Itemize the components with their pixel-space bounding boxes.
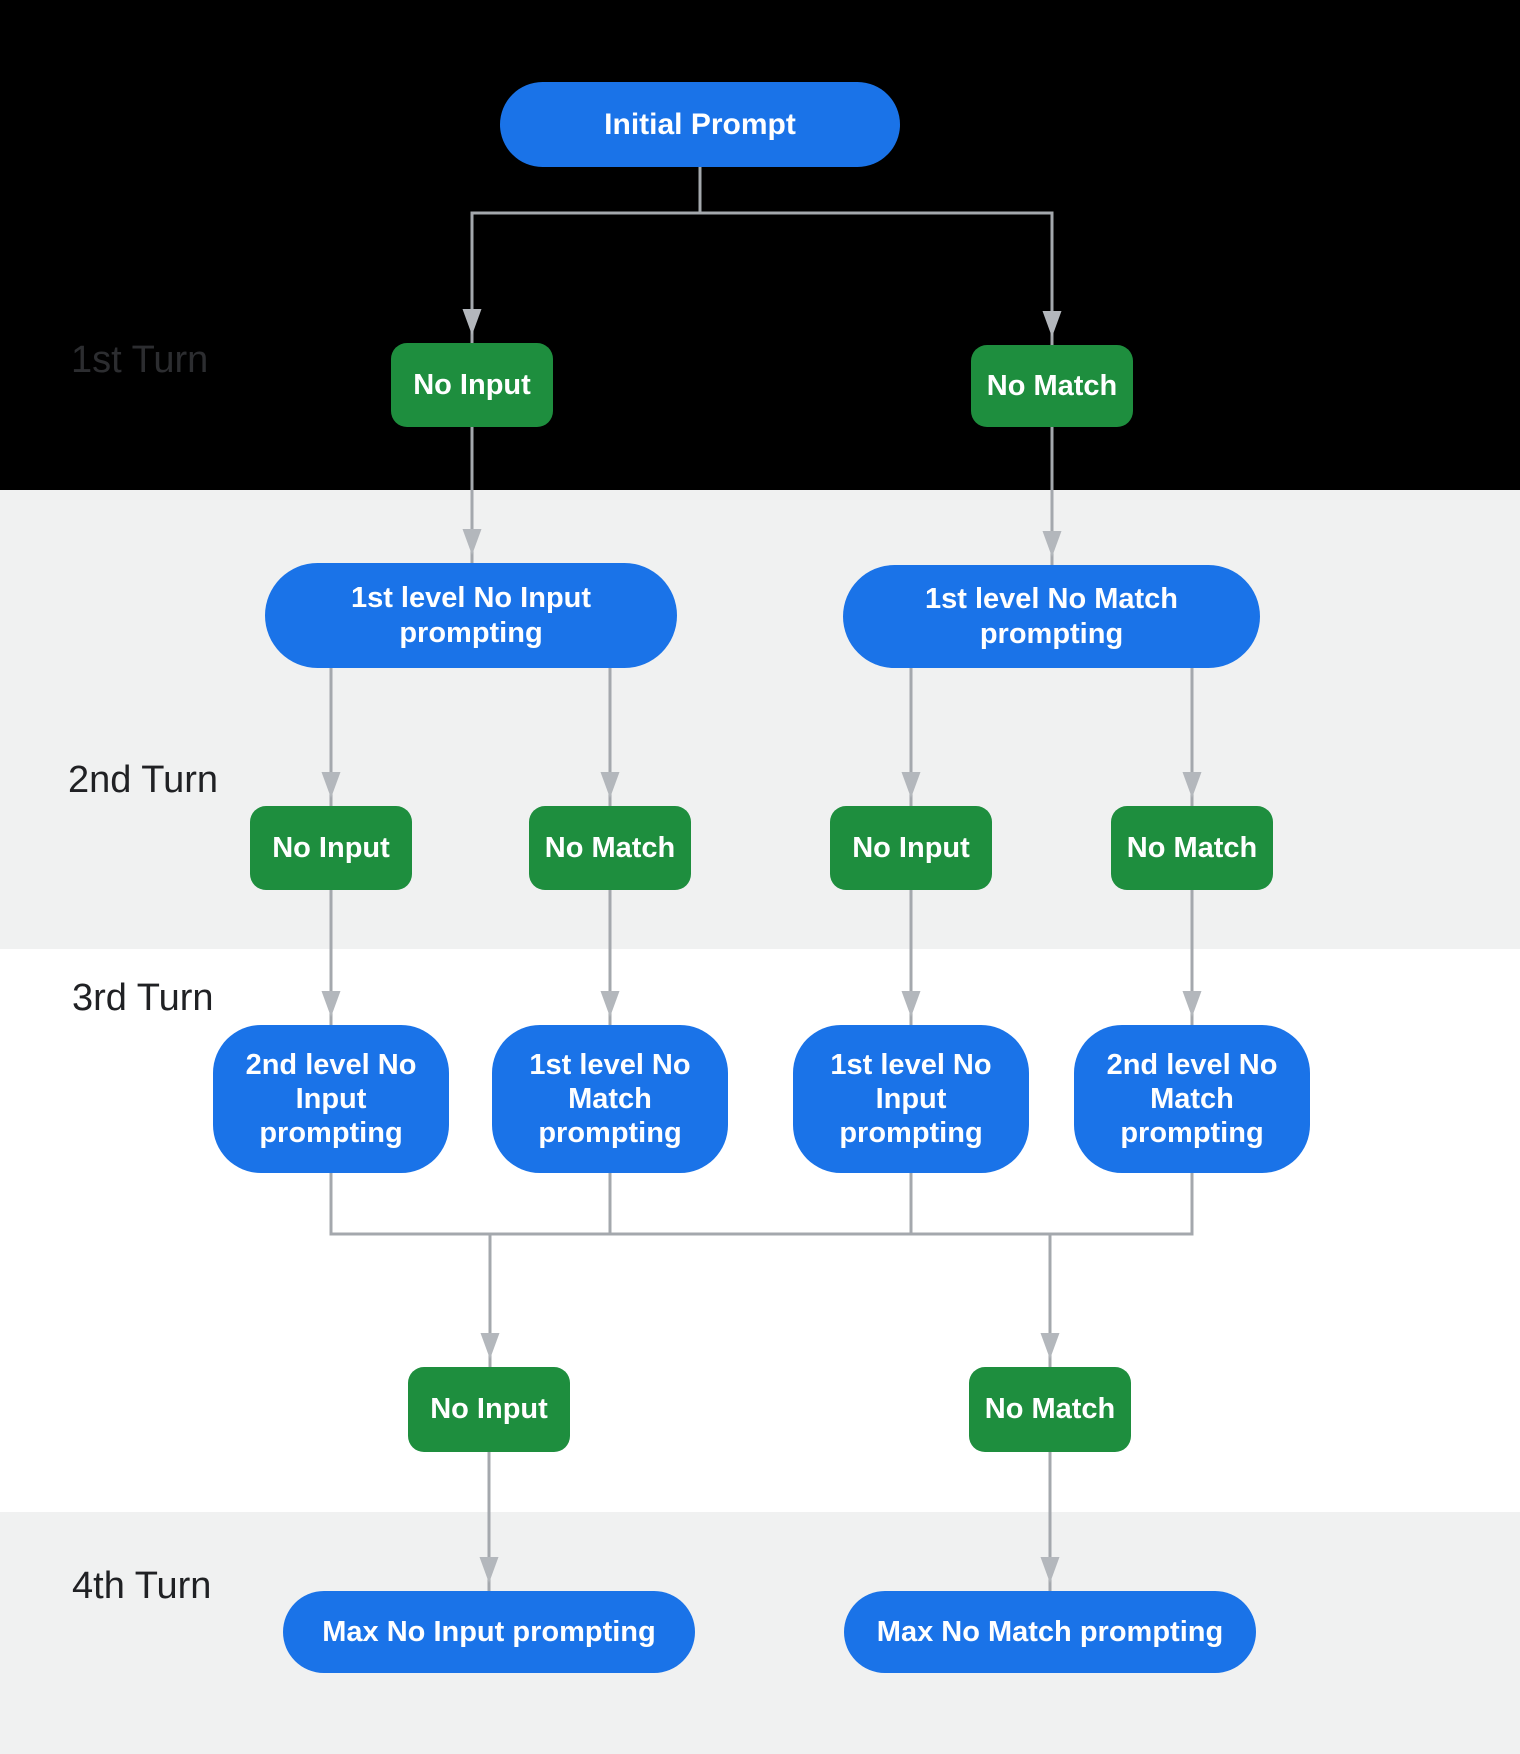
node-turn2-no-match-right: No Match <box>1111 806 1273 890</box>
node-max-no-match-prompting: Max No Match prompting <box>844 1591 1256 1673</box>
node-turn1-no-input: No Input <box>391 343 553 427</box>
turn-4-band <box>0 1512 1520 1754</box>
turn-3-label: 3rd Turn <box>72 977 214 1019</box>
node-turn4-no-match: No Match <box>969 1367 1131 1452</box>
node-1st-level-no-input-prompting-b: 1st level No Input prompting <box>793 1025 1029 1173</box>
node-1st-level-no-match-prompting-b: 1st level No Match prompting <box>492 1025 728 1173</box>
node-2nd-level-no-input-prompting: 2nd level No Input prompting <box>213 1025 449 1173</box>
turn-2-band <box>0 490 1520 949</box>
turn-2-label: 2nd Turn <box>68 759 218 801</box>
node-max-no-input-prompting: Max No Input prompting <box>283 1591 695 1673</box>
node-2nd-level-no-match-prompting: 2nd level No Match prompting <box>1074 1025 1310 1173</box>
turn-1-band <box>0 0 1520 490</box>
turn-4-label: 4th Turn <box>72 1565 212 1607</box>
turn-1-label: 1st Turn <box>71 339 209 381</box>
node-turn1-no-match: No Match <box>971 345 1133 427</box>
node-turn2-no-input-right: No Input <box>830 806 992 890</box>
node-turn2-no-match-left: No Match <box>529 806 691 890</box>
node-1st-level-no-input-prompting: 1st level No Input prompting <box>265 563 677 668</box>
node-turn4-no-input: No Input <box>408 1367 570 1452</box>
node-1st-level-no-match-prompting: 1st level No Match prompting <box>843 565 1260 668</box>
turn-3-band <box>0 949 1520 1512</box>
node-turn2-no-input-left: No Input <box>250 806 412 890</box>
node-initial-prompt: Initial Prompt <box>500 82 900 167</box>
